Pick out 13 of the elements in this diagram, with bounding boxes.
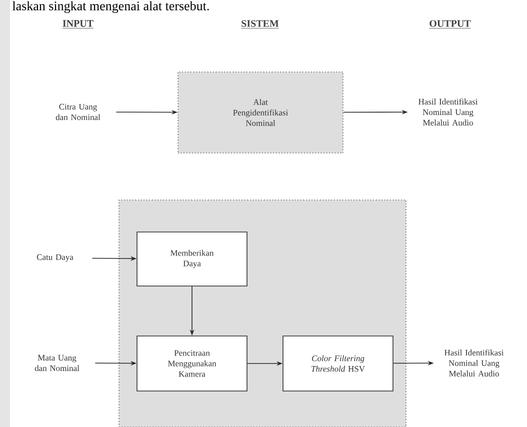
process-box: Color Filtering Threshold HSV (282, 336, 394, 392)
process-box: Pencitraan Menggunakan Kamera (136, 336, 248, 392)
column-heading: SISTEM (240, 20, 280, 28)
column-heading: INPUT (62, 20, 94, 28)
column-heading: OUTPUT (428, 20, 472, 28)
system-box: Alat Pengidentifikasi Nominal (178, 72, 344, 154)
input-output-text: Hasil Identifikasi Nominal Uang Melalui Audio (444, 349, 504, 377)
input-output-text: Hasil Identifikasi Nominal Uang Melalui Audio (418, 98, 478, 126)
cut-off-sentence: laskan singkat mengenai alat tersebut. (12, 1, 209, 14)
input-output-text: Citra Uang dan Nominal (56, 104, 100, 120)
input-output-text: Mata Uang dan Nominal (34, 354, 80, 372)
process-box: Memberikan Daya (136, 232, 248, 286)
input-output-text: Catu Daya (36, 254, 74, 262)
